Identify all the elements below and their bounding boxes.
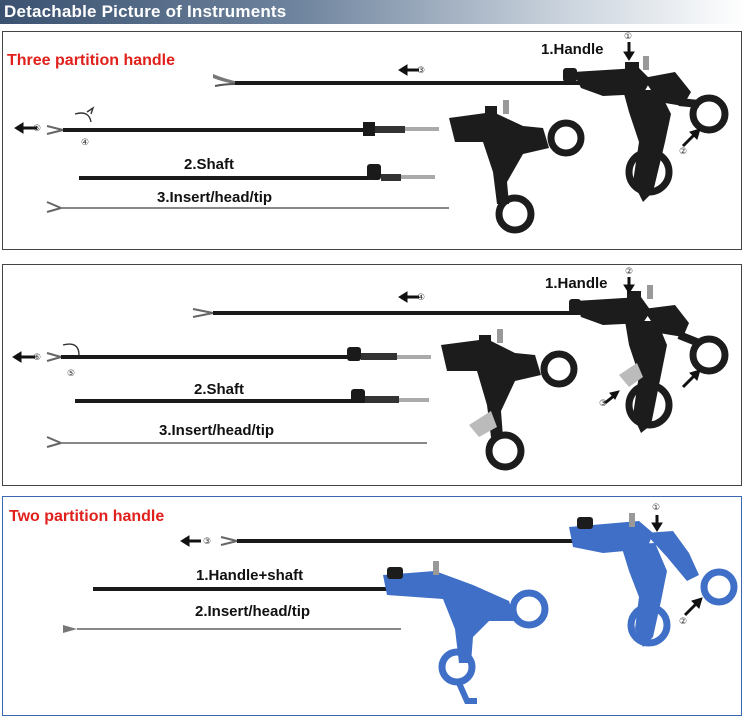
marker-3: ③ <box>599 399 608 409</box>
label-insert: 3.Insert/head/tip <box>159 422 275 439</box>
separate-handle <box>449 100 585 234</box>
header-title: Detachable Picture of Instruments <box>4 2 287 21</box>
separate-shaft <box>46 106 439 136</box>
assembled-handle <box>563 56 729 202</box>
label-insert: 3.Insert/head/tip <box>157 189 273 206</box>
shaft-component <box>75 389 429 403</box>
separate-handle <box>441 329 578 471</box>
panel-title: Two partition handle <box>9 508 165 525</box>
handle-shaft-component <box>93 587 393 591</box>
marker-4: ④ <box>417 293 426 303</box>
insert-component <box>46 201 449 213</box>
assembled-handle-blue <box>569 513 738 647</box>
header-bar: Detachable Picture of Instruments <box>0 0 746 24</box>
marker-5: ⑤ <box>67 369 76 379</box>
assembled-shaft <box>192 308 583 318</box>
instrument-illustration <box>14 42 729 234</box>
arrows <box>180 515 703 617</box>
marker-1: ① <box>624 32 633 42</box>
label-shaft: 2.Shaft <box>194 381 245 398</box>
panel-three-partition-ratchet: 1.Handle 2.Shaft 3.Insert/head/tip ② ③ ④… <box>2 264 742 486</box>
assembled-handle <box>569 285 729 433</box>
insert-component <box>63 625 401 633</box>
arrows <box>12 277 701 405</box>
marker-2: ② <box>679 617 688 627</box>
assembled-shaft <box>220 536 577 546</box>
separate-handle-blue <box>383 561 549 704</box>
marker-5: ⑤ <box>33 124 42 134</box>
marker-3: ③ <box>417 66 426 76</box>
label-handle: 1.Handle <box>541 41 604 58</box>
marker-2: ② <box>679 147 688 157</box>
separate-shaft <box>46 343 431 362</box>
label-shaft: 2.Shaft <box>184 156 235 173</box>
label-handle-shaft: 1.Handle+shaft <box>196 567 304 584</box>
marker-6: ⑥ <box>33 353 42 363</box>
panel-three-partition: Three partition handle <box>2 31 742 250</box>
label-insert: 2.Insert/head/tip <box>195 603 311 620</box>
panel-title: Three partition handle <box>7 52 176 69</box>
marker-3: ③ <box>203 537 212 547</box>
arrows <box>14 42 701 148</box>
assembled-shaft <box>213 74 580 87</box>
marker-4: ④ <box>81 138 90 148</box>
shaft-component <box>79 164 435 181</box>
label-handle: 1.Handle <box>545 275 608 292</box>
marker-2: ② <box>625 267 634 277</box>
panel-two-partition: Two partition handle <box>2 496 742 716</box>
marker-1: ① <box>652 503 661 513</box>
insert-component <box>46 436 427 448</box>
instrument-illustration <box>63 513 738 704</box>
instrument-illustration <box>12 277 729 471</box>
